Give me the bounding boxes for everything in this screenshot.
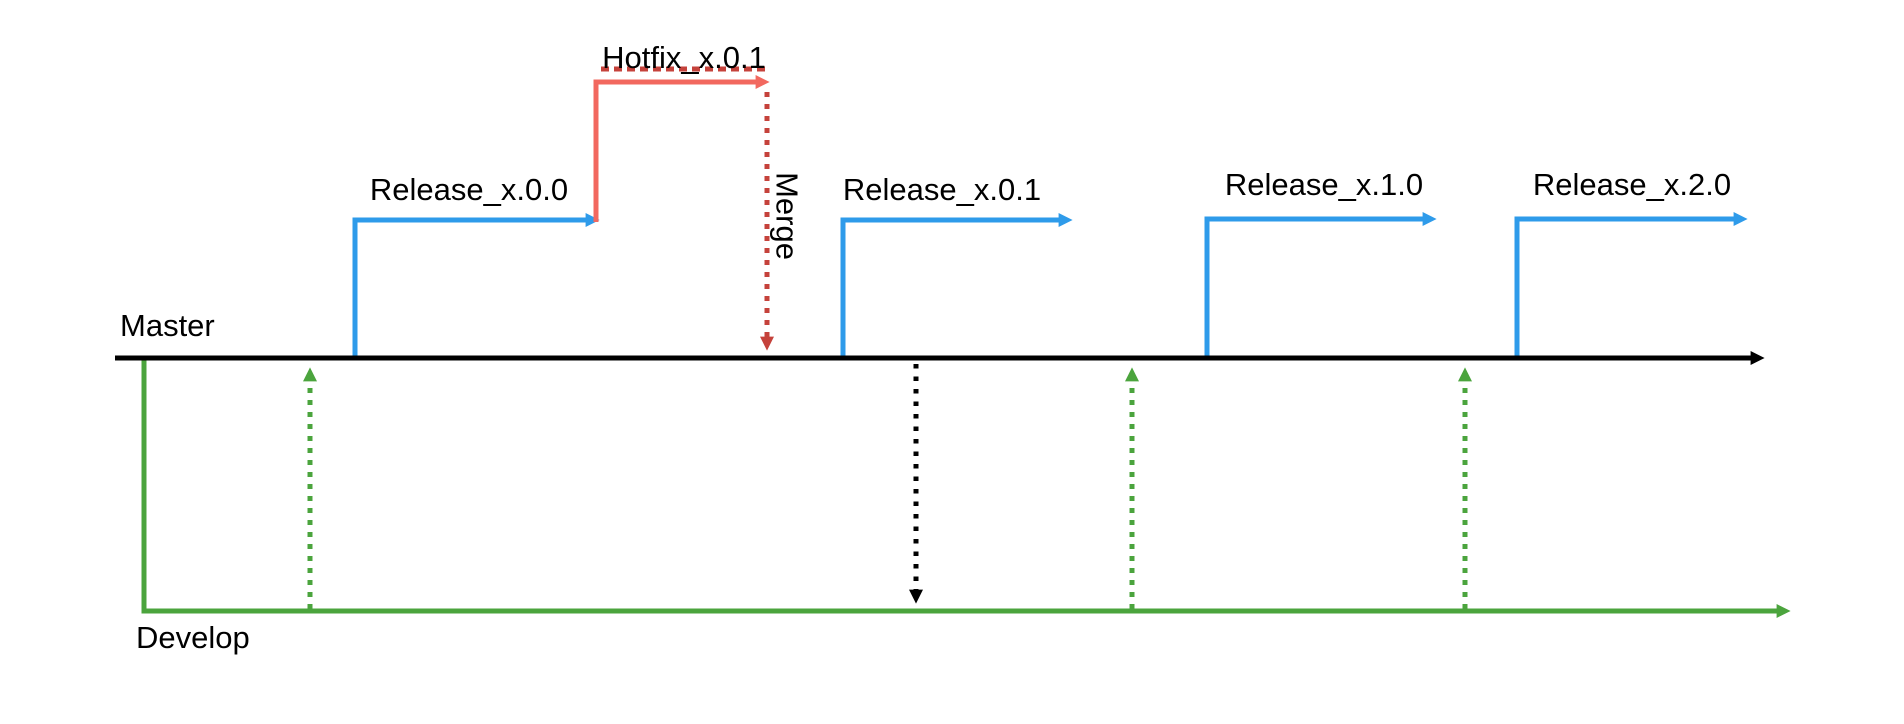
merge-label: Merge (769, 172, 805, 260)
develop-branch-label: Develop (136, 620, 250, 655)
release-x01-branch-line (840, 213, 1073, 358)
release-x10-branch-line (1204, 212, 1437, 358)
hotfix-label: Hotfix_x.0.1 (602, 40, 766, 75)
master-branch-label: Master (120, 308, 215, 343)
release-x10-label: Release_x.1.0 (1224, 167, 1424, 202)
release-x01-label: Release_x.0.1 (842, 172, 1042, 207)
release-x00-branch-line (352, 213, 600, 358)
hotfix-branch-line (593, 75, 770, 222)
release-x20-label: Release_x.2.0 (1532, 167, 1732, 202)
release-x00-label: Release_x.0.0 (369, 172, 569, 207)
release-x20-branch-line (1514, 212, 1748, 358)
develop-branch-line (141, 358, 1791, 618)
